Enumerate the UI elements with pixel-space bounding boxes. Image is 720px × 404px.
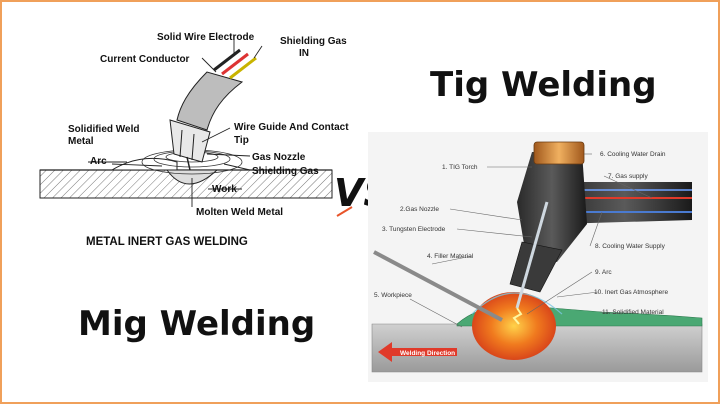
label-shielding-gas-in-2: IN xyxy=(299,48,309,59)
mig-diagram: Solid Wire Electrode Shielding Gas IN Cu… xyxy=(39,32,349,248)
tig-gas-nozzle xyxy=(509,241,563,293)
label-workpiece: 5. Workpiece xyxy=(374,292,412,299)
tig-torch-handle xyxy=(557,182,692,224)
label-shielding-gas-in: Shielding Gas xyxy=(280,36,347,47)
label-solidified-weld-metal: Solidified Weld xyxy=(68,124,139,135)
label-inert-gas-atmosphere: 10. Inert Gas Atmosphere xyxy=(594,289,668,296)
tig-torch-cap xyxy=(533,141,585,165)
label-cooling-water-drain: 6. Cooling Water Drain xyxy=(600,151,666,158)
label-tungsten-electrode: 3. Tungsten Electrode xyxy=(382,226,446,233)
label-current-conductor: Current Conductor xyxy=(100,54,190,65)
tig-torch-body xyxy=(517,152,587,262)
mig-arc xyxy=(186,156,191,171)
label-wire-guide-2: Tip xyxy=(234,135,249,146)
label-shielding-gas: Shielding Gas xyxy=(252,166,319,177)
label-arc: Arc xyxy=(90,156,107,167)
label-molten-weld-metal: Molten Weld Metal xyxy=(196,207,283,218)
tig-filler-rod xyxy=(373,250,503,322)
tig-tungsten-electrode xyxy=(515,201,549,309)
label-tig-torch: 1. TIG Torch xyxy=(442,164,478,171)
label-work: Work xyxy=(212,184,237,195)
tig-title: Tig Welding xyxy=(430,65,657,105)
label-solidified-weld-metal-2: Metal xyxy=(68,136,94,147)
tig-arc xyxy=(512,307,523,325)
label-tig-gas-nozzle: 2.Gas Nozzle xyxy=(400,206,439,213)
mig-title: Mig Welding xyxy=(78,304,315,344)
label-welding-direction: Welding Direction xyxy=(400,350,455,357)
tig-weld-pool xyxy=(472,292,556,360)
tig-diagram: Welding Direction 1. TIG Torch 2.Gas Noz… xyxy=(368,132,708,382)
label-gas-nozzle: Gas Nozzle xyxy=(252,152,306,163)
label-wire-guide: Wire Guide And Contact xyxy=(234,122,349,133)
tig-welding-direction: Welding Direction xyxy=(378,342,457,362)
label-solidified-material: 11. Solidified Material xyxy=(602,309,664,316)
label-tig-arc: 9. Arc xyxy=(595,269,612,276)
mig-hose xyxy=(176,71,244,131)
label-gas-supply: 7. Gas supply xyxy=(608,173,648,180)
label-filler-material: 4. Filler Material xyxy=(427,253,474,260)
mig-solidified-weld xyxy=(110,157,178,171)
label-solid-wire-electrode: Solid Wire Electrode xyxy=(157,32,255,43)
label-cooling-water-supply: 8. Cooling Water Supply xyxy=(595,243,666,250)
mig-caption: METAL INERT GAS WELDING xyxy=(86,236,248,248)
